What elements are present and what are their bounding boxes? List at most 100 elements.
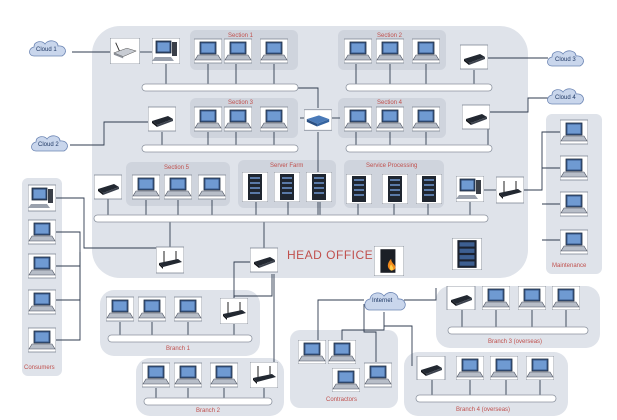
service-processing-label: Service Processing: [366, 163, 418, 169]
laptop-icon: [194, 106, 222, 132]
bus-top: [141, 83, 299, 92]
wireless-ap-icon: [250, 362, 278, 388]
bus-branch4: [415, 394, 557, 403]
bus-middle-left: [141, 144, 299, 153]
laptop-icon: [198, 174, 226, 200]
router-icon: [416, 356, 446, 380]
bus-branch1: [107, 334, 253, 343]
bus-branch2: [143, 397, 273, 406]
server-icon: [242, 172, 268, 202]
cloud2-shape: [31, 135, 68, 152]
server-icon: [382, 174, 408, 204]
router-icon: [460, 44, 488, 70]
section5-label: Section 5: [164, 165, 190, 171]
laptop-icon: [28, 327, 56, 353]
laptop-icon: [482, 286, 510, 310]
branch2-label: Branch 2: [196, 408, 221, 414]
desktop-icon: [152, 38, 180, 64]
wireless-ap-icon: [496, 176, 524, 204]
section3-label: Section 3: [228, 100, 254, 106]
section4-label: Section 4: [377, 100, 403, 106]
desktop-icon: [28, 184, 56, 212]
branch3-label: Branch 3 (overseas): [488, 339, 543, 345]
cloud1-shape: [29, 40, 66, 57]
router-icon: [94, 174, 122, 200]
laptop-icon: [526, 356, 554, 380]
laptop-icon: [260, 38, 288, 64]
section1-label: Section 1: [228, 33, 254, 39]
laptop-icon: [344, 106, 372, 132]
laptop-icon: [174, 362, 202, 388]
cloud4-label: Cloud 4: [555, 95, 576, 101]
router-icon: [250, 247, 278, 273]
laptop-icon: [28, 253, 56, 279]
laptop-icon: [552, 286, 580, 310]
branch1-devices: [106, 296, 248, 324]
maintenance-label: Maintenance: [552, 263, 587, 269]
server-icon: [346, 174, 372, 204]
bus-middle-right: [345, 144, 493, 153]
server-farm-label: Server Farm: [270, 163, 304, 169]
laptop-icon: [456, 356, 484, 380]
laptop-icon: [560, 229, 588, 255]
laptop-icon: [376, 106, 404, 132]
rack-server-icon: [452, 238, 482, 270]
laptop-icon: [164, 174, 192, 200]
laptop-icon: [518, 286, 546, 310]
branch4-label: Branch 4 (overseas): [456, 407, 511, 413]
laptop-icon: [364, 362, 392, 388]
server-icon: [274, 172, 300, 202]
clouds: [29, 40, 584, 311]
consumers-label: Consumers: [24, 365, 55, 371]
bus-top-right: [345, 83, 493, 92]
laptop-icon: [106, 296, 134, 322]
internet-cloud-shape: [364, 292, 406, 311]
laptop-icon: [194, 38, 222, 64]
router-icon: [148, 106, 176, 132]
desktop-icon: [456, 176, 484, 202]
cloud3-label: Cloud 3: [555, 57, 576, 63]
laptop-icon: [560, 155, 588, 181]
laptop-icon: [376, 38, 404, 64]
branch2-devices: [142, 362, 278, 388]
cloud1-label: Cloud 1: [36, 47, 57, 53]
cloud4-shape: [547, 88, 584, 105]
laptop-icon: [298, 340, 326, 364]
laptop-icon: [224, 106, 252, 132]
cloud3-shape: [547, 50, 584, 67]
router-icon: [462, 104, 490, 130]
laptop-icon: [412, 106, 440, 132]
laptop-icon: [560, 119, 588, 145]
server-icon: [306, 172, 332, 202]
laptop-icon: [210, 362, 238, 388]
laptop-icon: [260, 106, 288, 132]
router-icon: [446, 286, 476, 310]
firewall-icon: [374, 246, 404, 276]
bus-branch3: [447, 326, 589, 335]
switch-icon: [304, 109, 332, 131]
section2-label: Section 2: [377, 33, 403, 39]
laptop-icon: [344, 38, 372, 64]
wireless-ap-icon: [220, 298, 248, 324]
laptop-icon: [560, 191, 588, 217]
branch1-label: Branch 1: [166, 346, 191, 352]
laptop-icon: [332, 368, 360, 392]
laptop-icon: [28, 219, 56, 245]
contractors-label: Contractors: [326, 397, 358, 403]
internet-label: Internet: [372, 298, 393, 304]
server-icon: [416, 174, 442, 204]
head-office-title: HEAD OFFICE: [287, 248, 374, 262]
laptop-icon: [132, 174, 160, 200]
bus-main: [93, 214, 489, 223]
laptop-icon: [224, 38, 252, 64]
laptop-icon: [28, 289, 56, 315]
bus-lines: [93, 83, 589, 406]
laptop-icon: [142, 362, 170, 388]
cloud2-label: Cloud 2: [38, 142, 59, 148]
laptop-icon: [174, 296, 202, 322]
laptop-icon: [328, 340, 356, 364]
modem-icon: [110, 38, 140, 64]
wireless-ap-icon: [156, 246, 184, 274]
laptop-icon: [138, 296, 166, 322]
